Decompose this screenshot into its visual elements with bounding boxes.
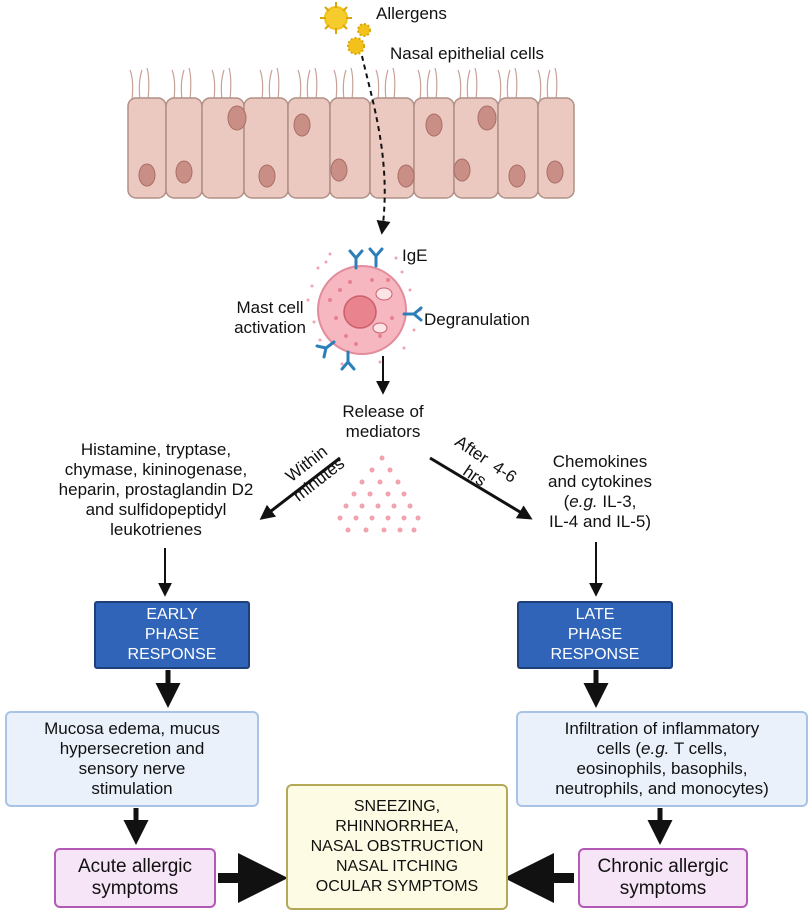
nasal-epithelial-cells-label: Nasal epithelial cells — [390, 44, 545, 63]
mast-cell-activation-label: Mast cell activation — [234, 298, 306, 337]
late-effects-box: Infiltration of inflammatory cells (e.g.… — [516, 711, 808, 807]
release-of-mediators-label: Release of mediators — [342, 402, 424, 441]
early-phase-response-box: EARLY PHASE RESPONSE — [94, 601, 250, 669]
ige-label: IgE — [402, 246, 428, 265]
late-mediators-list: Chemokines and cytokines (e.g. IL-3, IL-… — [548, 452, 652, 531]
acute-symptoms-box: Acute allergic symptoms — [54, 848, 216, 908]
degranulation-label: Degranulation — [424, 310, 530, 329]
chronic-symptoms-box: Chronic allergic symptoms — [578, 848, 748, 908]
mediator-granules — [337, 455, 421, 533]
clinical-symptoms-box: SNEEZING, RHINNORRHEA, NASAL OBSTRUCTION… — [286, 784, 508, 910]
late-phase-response-box: LATE PHASE RESPONSE — [517, 601, 673, 669]
allergen-path-arrow — [361, 55, 391, 235]
early-mediators-list: Histamine, tryptase, chymase, kininogena… — [58, 440, 254, 539]
early-effects-box: Mucosa edema, mucus hypersecretion and s… — [5, 711, 259, 807]
allergen-particles — [320, 2, 371, 55]
allergens-label: Allergens — [376, 4, 447, 23]
nasal-epithelium — [127, 67, 575, 199]
mast-cell — [306, 247, 423, 371]
after-hours-arrow — [429, 456, 533, 520]
within-minutes-arrow — [259, 456, 341, 520]
